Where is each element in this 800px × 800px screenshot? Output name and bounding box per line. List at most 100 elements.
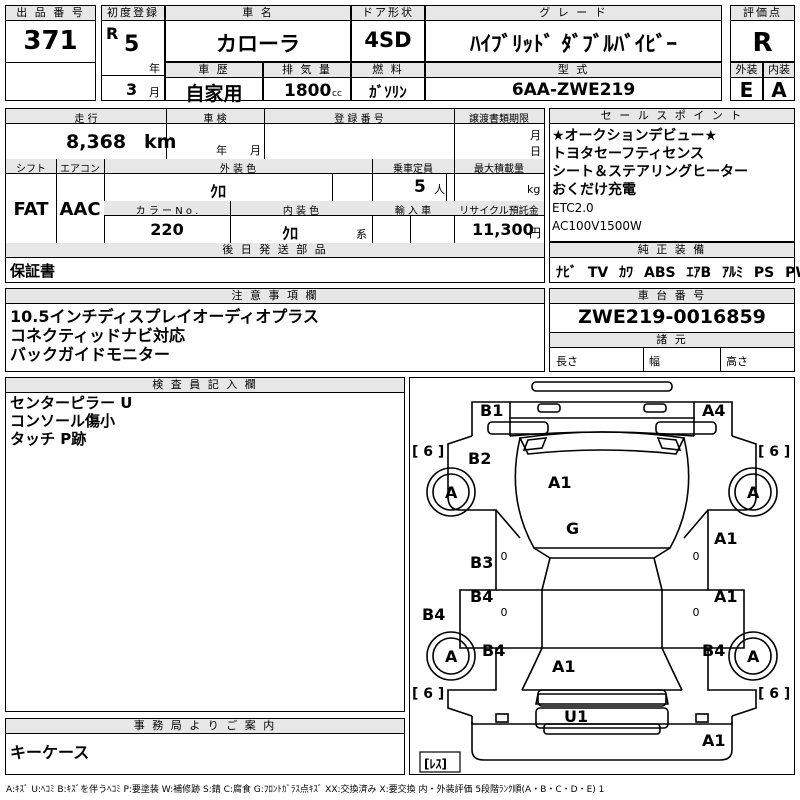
plate-label: 登 録 番 号 xyxy=(334,114,384,125)
insp-year-unit: 年 xyxy=(216,144,227,157)
inspector-line: タッチ P跡 xyxy=(10,430,87,448)
displacement: 1800 xyxy=(284,81,332,101)
fuel-box: 燃 料 ｶﾞｿﾘﾝ xyxy=(351,62,425,101)
later-parts: 保証書 xyxy=(10,262,56,280)
chassis-label: 車 台 番 号 xyxy=(550,289,794,304)
displacement-label: 排 気 量 xyxy=(264,63,350,78)
month-unit: 月 xyxy=(149,86,160,99)
door-box: ドア形状 4SD xyxy=(351,5,425,62)
mark-wheel-rear-right: A xyxy=(747,647,760,666)
door-type: 4SD xyxy=(364,28,412,52)
damage-marks: B1 A4 B2 A1 A G B3 B4 B4 A1 A1 B4 A B4 A… xyxy=(422,401,760,750)
grade-label: グ レ ー ド xyxy=(426,6,721,21)
aircon-label: エアコン xyxy=(60,164,100,175)
insp-month-unit: 月 xyxy=(250,144,261,157)
equip-alloy: ｱﾙﾐ xyxy=(722,265,744,281)
spec-grid: 走 行 車 検 登 録 番 号 譲渡書類期限 8,368 km 年 月 月 日 … xyxy=(5,108,545,283)
tread-rear-right: [ 6 ] xyxy=(758,686,790,702)
mark-front-fender-left: B2 xyxy=(468,449,491,468)
displacement-box: 排 気 量 1800 cc xyxy=(263,62,351,101)
import-label: 輸 入 車 xyxy=(394,206,432,217)
mileage: 8,368 xyxy=(66,131,127,153)
mark-front-door-left: B3 xyxy=(470,553,493,572)
rating: R xyxy=(752,28,773,58)
car-name-box: 車 名 カローラ xyxy=(165,5,351,62)
tread-rear-left: [ 6 ] xyxy=(412,686,444,702)
int-color-unit: 系 xyxy=(356,228,367,241)
history-label: 車 歴 xyxy=(166,63,262,78)
transfer-day-unit: 日 xyxy=(530,145,541,158)
note-line: コネクティッドナビ対応 xyxy=(10,326,186,345)
handle-mark: 0 xyxy=(501,606,508,619)
sales-point: AC100V1500W xyxy=(552,219,642,233)
notes-label: 注 意 事 項 欄 xyxy=(6,289,544,304)
legend: A:ｷｽﾞ U:ﾍｺﾐ B:ｷｽﾞを伴うﾍｺﾐ P:要塗装 W:補修跡 S:錆 … xyxy=(6,785,605,795)
tread-front-right: [ 6 ] xyxy=(758,444,790,460)
ext-grade: E xyxy=(739,78,754,102)
first-reg-box: 初度登録 R 5 年 3 月 xyxy=(101,5,165,101)
later-parts-label: 後 日 発 送 部 品 xyxy=(6,243,544,258)
length-label: 長さ xyxy=(556,355,578,368)
width-label: 幅 xyxy=(649,355,660,368)
spare-tire-label: [ﾚｽ] xyxy=(424,757,447,771)
notes-list: 10.5インチディスプレイオーディオプラス コネクティッドナビ対応 バックガイド… xyxy=(10,307,319,364)
ext-color-label: 外 装 色 xyxy=(219,164,257,175)
lot-label: 出 品 番 号 xyxy=(6,6,95,21)
equip-tv: TV xyxy=(587,265,609,281)
sales-points-box: セ ー ル ス ポ イ ン ト ★オークションデビュー★ トヨタセーフティセンス… xyxy=(549,108,795,242)
sales-point: ETC2.0 xyxy=(552,201,594,215)
chassis-number: ZWE219-0016859 xyxy=(578,306,766,328)
model: 6AA-ZWE219 xyxy=(511,80,636,100)
car-name-label: 車 名 xyxy=(166,6,350,21)
grade-box: グ レ ー ド ﾊｲﾌﾞﾘｯﾄﾞ ﾀﾞﾌﾞﾙﾊﾞｲﾋﾞｰ xyxy=(425,5,722,62)
lot-number: 371 xyxy=(23,26,78,56)
history-box: 車 歴 自家用 xyxy=(165,62,263,105)
transfer-label: 譲渡書類期限 xyxy=(469,114,529,125)
transfer-month-unit: 月 xyxy=(530,129,541,142)
grade: ﾊｲﾌﾞﾘｯﾄﾞ ﾀﾞﾌﾞﾙﾊﾞｲﾋﾞｰ xyxy=(470,32,677,56)
mileage-unit: km xyxy=(144,131,177,153)
mark-rear-bumper-center: U1 xyxy=(564,707,588,726)
color-no: 220 xyxy=(150,220,184,239)
int-grade-box: 内装 A xyxy=(763,62,795,102)
car-diagram-box: 0 0 0 0 [ 6 ] [ 6 ] [ 6 ] [ 6 ] B1 xyxy=(409,377,795,775)
equipment-label: 純 正 装 備 xyxy=(550,243,794,258)
model-label: 型 式 xyxy=(426,63,721,78)
max-load-unit: kg xyxy=(527,183,541,196)
note-line: 10.5インチディスプレイオーディオプラス xyxy=(10,307,319,326)
car-name: カローラ xyxy=(216,32,300,56)
year-unit: 年 xyxy=(149,62,160,75)
door-label: ドア形状 xyxy=(352,6,424,21)
aircon: AAC xyxy=(59,199,101,220)
shift-label: シフト xyxy=(16,164,46,175)
handle-mark: 0 xyxy=(501,550,508,563)
car-diagram: 0 0 0 0 [ 6 ] [ 6 ] [ 6 ] [ 6 ] B1 xyxy=(412,381,790,773)
mark-wheel-front-left: A xyxy=(445,483,458,502)
inspector-line: センターピラー U xyxy=(10,394,133,412)
ext-grade-box: 外装 E xyxy=(730,62,763,102)
ext-grade-label: 外装 xyxy=(731,63,762,78)
wheels xyxy=(426,467,778,681)
mark-front-door-right: A1 xyxy=(714,529,738,548)
rating-box: 評価点 R xyxy=(730,5,795,62)
equipment-list: ﾅﾋﾞ TV ｶﾜ ABS ｴｱB ｱﾙﾐ PS PW xyxy=(556,262,800,282)
first-reg-label: 初度登録 xyxy=(102,6,164,21)
car-outline xyxy=(447,381,757,761)
rating-label: 評価点 xyxy=(731,6,794,21)
model-box: 型 式 6AA-ZWE219 xyxy=(425,62,722,101)
int-color-label: 内 装 色 xyxy=(282,206,320,217)
office-note: キーケース xyxy=(10,743,90,762)
mark-roof: G xyxy=(566,519,579,538)
mark-rear-door-right: A1 xyxy=(714,587,738,606)
mark-rear-fender-left: B4 xyxy=(482,641,505,660)
inspector-list: センターピラー U コンソール傷小 タッチ P跡 xyxy=(10,394,132,448)
sales-point: シート＆ステアリングヒーター xyxy=(552,164,748,180)
sales-point: ★オークションデビュー★ xyxy=(552,128,718,144)
displacement-unit: cc xyxy=(332,89,342,99)
mark-wheel-front-right: A xyxy=(747,483,760,502)
mark-rear-fender-right: B4 xyxy=(702,641,725,660)
mark-rear-door-left: B4 xyxy=(470,587,493,606)
mark-front-bumper-right: A4 xyxy=(702,401,726,420)
equip-leather: ｶﾜ xyxy=(619,265,634,281)
